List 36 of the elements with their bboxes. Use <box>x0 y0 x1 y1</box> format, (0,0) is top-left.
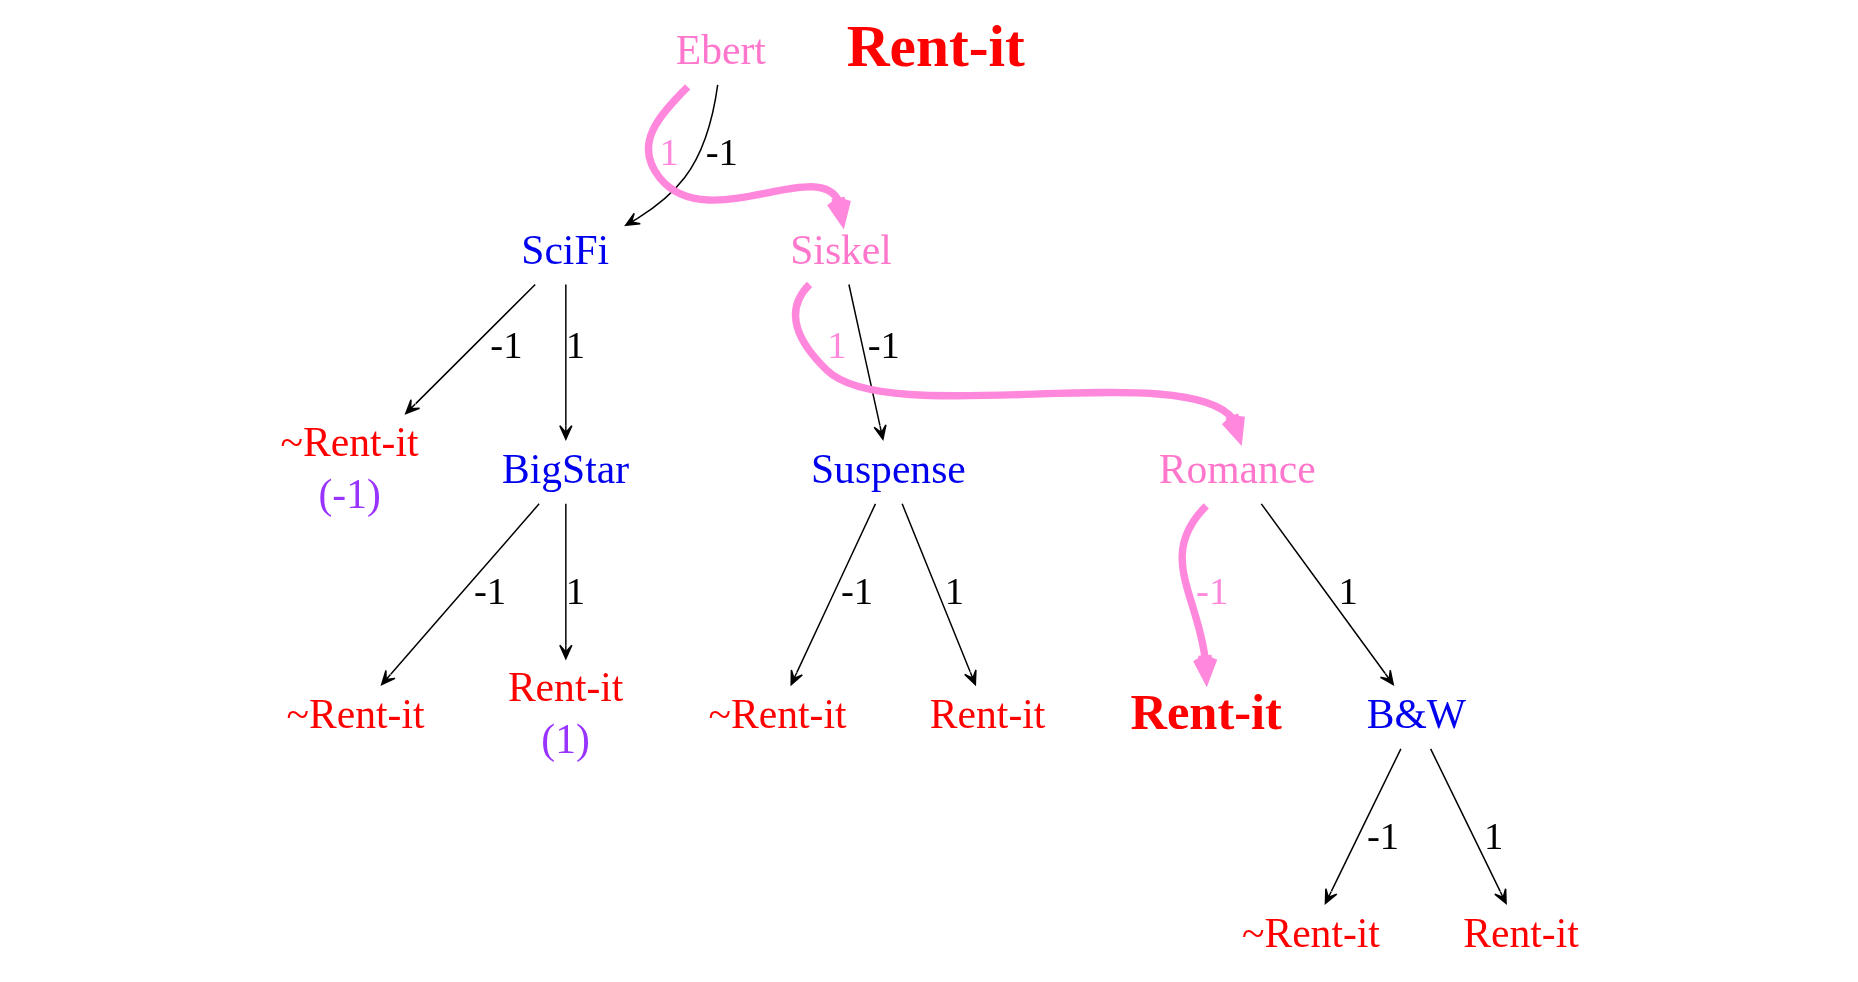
node-text: Rent-it <box>507 664 623 711</box>
node-label: (1) <box>540 716 590 763</box>
node-text: ~Rent-it <box>1241 910 1380 957</box>
node-text: Rent-it <box>929 690 1045 737</box>
edge-label: -1 <box>489 324 522 367</box>
node-text: Ebert <box>675 26 766 73</box>
node-text: Rent-it <box>1129 684 1282 741</box>
node-label: (-1) <box>317 470 381 517</box>
label: Rent-it <box>846 13 1025 80</box>
node-text: BigStar <box>501 445 629 492</box>
node-text: Suspense <box>810 445 966 492</box>
arrow <box>1324 748 1402 905</box>
edge-label: 1 <box>944 569 964 612</box>
edge-label: 1 <box>565 569 585 612</box>
arrow <box>900 503 977 686</box>
arrow <box>558 503 573 660</box>
node-text: ~Rent-it <box>280 418 419 465</box>
node-text: B&W <box>1366 690 1466 737</box>
arrow <box>789 503 876 686</box>
edge-label: -1 <box>473 569 506 612</box>
edge-label: 1 <box>1337 569 1358 612</box>
edge-label: -1 <box>840 569 873 612</box>
node-text: Romance <box>1158 445 1316 492</box>
node-text: ~Rent-it <box>285 690 425 737</box>
edge-label: 1 <box>565 324 585 367</box>
node-text: Siskel <box>789 226 892 273</box>
node-text: ~Rent-it <box>707 690 847 737</box>
node-text: Rent-it <box>1462 910 1579 957</box>
arrow <box>558 283 573 440</box>
arrow <box>1260 503 1394 686</box>
edge-label: -1 <box>1366 814 1399 857</box>
node-text: SciFi <box>520 226 609 273</box>
arrow <box>380 503 540 686</box>
arrow <box>1429 748 1507 905</box>
arrow <box>404 283 536 415</box>
edge-label: 1 <box>1483 814 1503 857</box>
